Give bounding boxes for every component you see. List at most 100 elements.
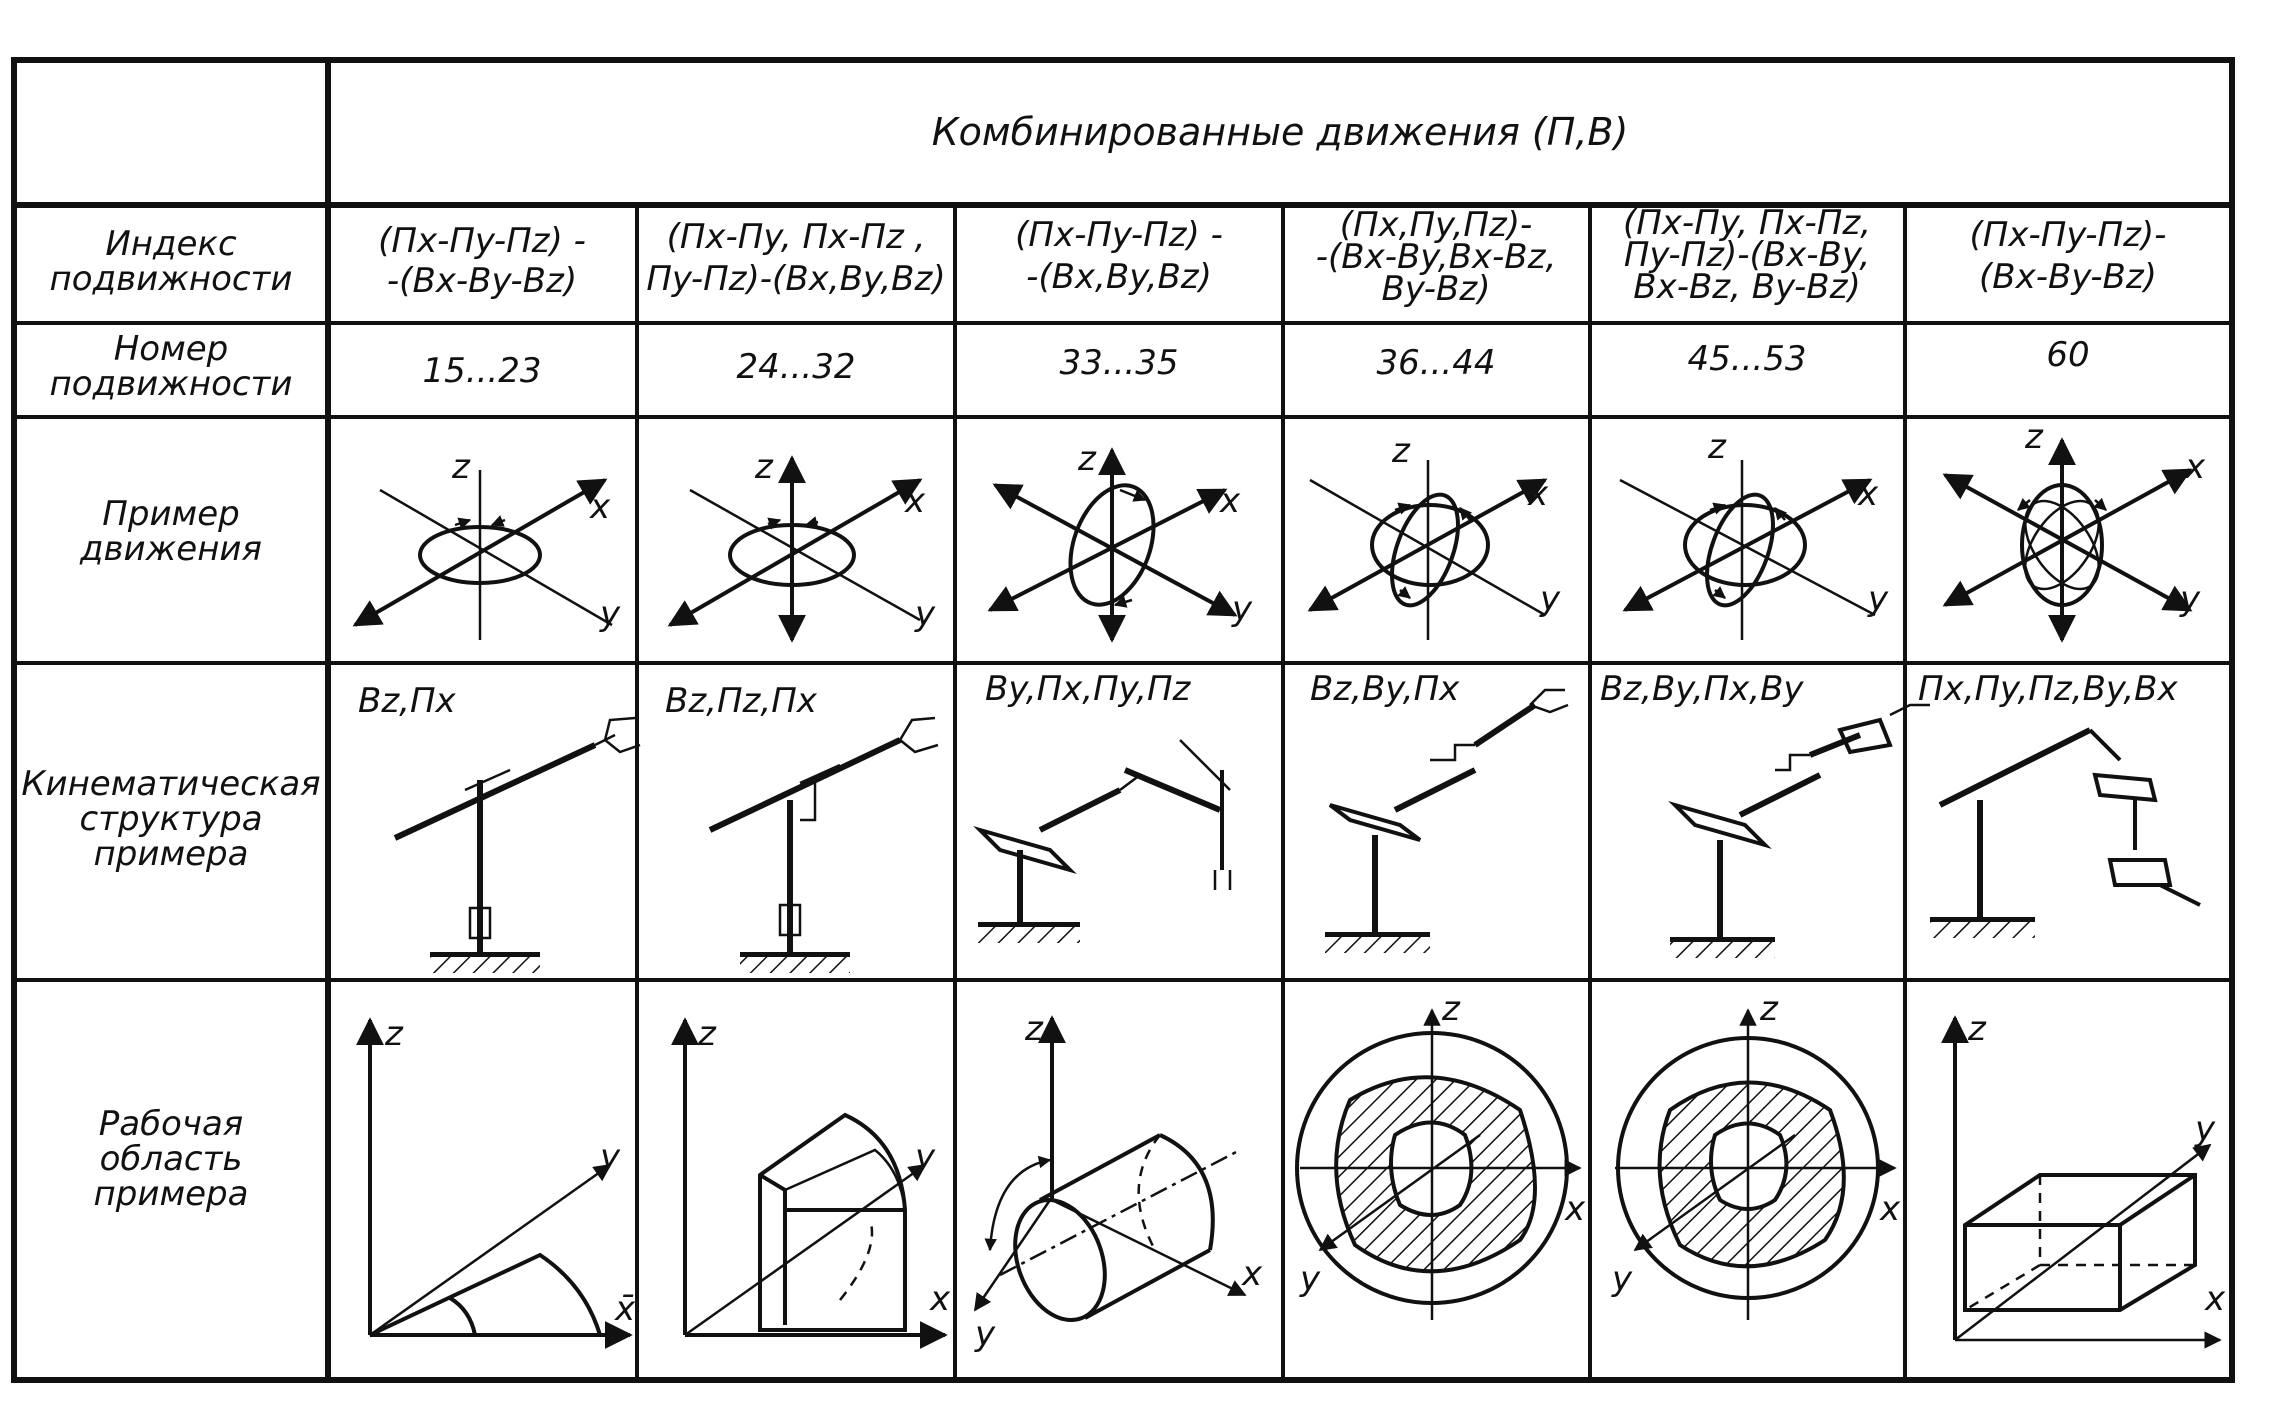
kinematic-diagram-4: Bz,By,Пx [1310, 669, 1569, 953]
index-cell-6: (Пx-Пy-Пz)- (Bx-By-Bz) [1970, 215, 2167, 297]
kinematic-diagram-1: Bz,Пx [358, 681, 641, 973]
svg-text:z: z [754, 447, 774, 487]
number-cell-4: 36...44 [1377, 343, 1496, 383]
number-cell-5: 45...53 [1688, 339, 1807, 379]
motion-example-2: z x y [667, 447, 936, 643]
svg-text:y: y [1611, 1259, 1633, 1299]
svg-text:структура: структура [79, 799, 262, 839]
number-cell-2: 24...32 [737, 347, 856, 387]
workspace-diagram-1: z y x̄ [356, 1014, 636, 1349]
svg-text:By,Пx,Пy,Пz: By,Пx,Пy,Пz [985, 669, 1192, 709]
svg-text:y: y [1539, 579, 1561, 619]
svg-text:y: y [914, 1137, 936, 1177]
kinematic-diagram-2: Bz,Пz,Пx [665, 681, 939, 973]
motion-example-1: z x y [352, 447, 621, 640]
row-label-motion: Пример движения [79, 494, 262, 569]
svg-text:z: z [451, 447, 471, 487]
svg-text:Номер: Номер [114, 329, 229, 369]
svg-text:(Bx-By-Bz): (Bx-By-Bz) [1979, 257, 2157, 297]
svg-text:Пример: Пример [102, 494, 239, 534]
motion-example-3: z x y [987, 439, 1253, 643]
svg-text:z: z [1077, 439, 1097, 479]
svg-text:y: y [2179, 579, 2201, 619]
svg-text:y: y [599, 1137, 621, 1177]
svg-text:x: x [2184, 447, 2206, 487]
row-label-kinematic: Кинематическая структура примера [21, 764, 320, 874]
workspace-diagram-4: z x y [1295, 989, 1586, 1320]
svg-text:x: x [1219, 481, 1241, 521]
svg-text:(Пx-Пy, Пx-Пz ,: (Пx-Пy, Пx-Пz , [667, 217, 926, 257]
svg-text:y: y [974, 1314, 996, 1354]
svg-text:(Пx-Пy-Пz) -: (Пx-Пy-Пz) - [378, 221, 586, 261]
motion-example-6: z x y [1942, 417, 2206, 643]
workspace-diagram-2: z y x [671, 1014, 951, 1349]
svg-text:y: y [914, 594, 936, 634]
main-header: Комбинированные движения (П,В) [932, 110, 1629, 154]
number-cell-1: 15...23 [423, 351, 542, 391]
kinematic-diagram-3: By,Пx,Пy,Пz [973, 669, 1232, 943]
svg-text:подвижности: подвижности [50, 364, 293, 404]
workspace-diagram-6: z y x [1941, 1009, 2226, 1349]
svg-text:z: z [1441, 989, 1461, 1029]
index-cell-1: (Пx-Пy-Пz) - -(Bx-By-Bz) [378, 221, 586, 301]
svg-text:подвижности: подвижности [50, 259, 293, 299]
svg-text:y: y [1231, 589, 1253, 629]
svg-text:-(Bx,By,Bz): -(Bx,By,Bz) [1026, 257, 1212, 297]
svg-text:область: область [100, 1139, 243, 1179]
index-cell-3: (Пx-Пy-Пz) - -(Bx,By,Bz) [1015, 215, 1223, 297]
svg-text:-(Bx-By-Bz): -(Bx-By-Bz) [387, 261, 577, 301]
svg-text:x: x [1527, 474, 1549, 514]
svg-text:z: z [1759, 989, 1779, 1029]
svg-text:z: z [2024, 417, 2044, 457]
svg-text:Bz,By,Пx: Bz,By,Пx [1310, 669, 1460, 709]
workspace-diagram-5: z x y [1611, 989, 1901, 1320]
svg-text:Bz,By,Пx,By: Bz,By,Пx,By [1600, 669, 1804, 709]
svg-text:y: y [2194, 1109, 2216, 1149]
row-label-index: Индекс подвижности [50, 224, 293, 299]
kinematic-diagram-6: Пx,Пy,Пz,By,Bx [1918, 669, 2201, 938]
svg-text:x: x [1241, 1254, 1263, 1294]
svg-text:Bx-Bz, By-Bz): Bx-Bz, By-Bz) [1633, 267, 1860, 307]
svg-text:Индекс: Индекс [105, 224, 237, 264]
row-label-workspace: Рабочая область примера [94, 1104, 249, 1214]
svg-text:y: y [1867, 579, 1889, 619]
svg-text:(Пx-Пy-Пz) -: (Пx-Пy-Пz) - [1015, 215, 1223, 255]
kinematic-diagram-5: Bz,By,Пx,By [1600, 669, 1930, 958]
svg-text:Рабочая: Рабочая [99, 1104, 243, 1144]
svg-text:Кинематическая: Кинематическая [21, 764, 320, 804]
index-cell-4: (Пx,Пy,Пz)- -(Bx-By,Bx-Bz, By-Bz) [1316, 205, 1557, 309]
motion-example-4: z x y [1307, 431, 1561, 640]
svg-text:x: x [1857, 474, 1879, 514]
number-cell-3: 33...35 [1060, 343, 1179, 383]
svg-text:примера: примера [94, 1174, 249, 1214]
svg-text:Пy-Пz)-(Bx,By,Bz): Пy-Пz)-(Bx,By,Bz) [646, 259, 945, 299]
index-cell-5: (Пx-Пy, Пx-Пz, Пy-Пz)-(Bx-By, Bx-Bz, By-… [1623, 203, 1871, 307]
number-cell-6: 60 [2046, 335, 2089, 375]
svg-text:(Пx,Пy,Пz)-: (Пx,Пy,Пz)- [1340, 205, 1533, 245]
svg-text:x: x [904, 481, 926, 521]
workspace-diagram-3: z x y [973, 1009, 1263, 1354]
svg-text:-(Bx-By,Bx-Bz,: -(Bx-By,Bx-Bz, [1316, 237, 1557, 277]
svg-text:x: x [929, 1279, 951, 1319]
svg-text:x: x [1879, 1189, 1901, 1229]
svg-text:Bz,Пx: Bz,Пx [358, 681, 457, 721]
svg-text:Пy-Пz)-(Bx-By,: Пy-Пz)-(Bx-By, [1624, 235, 1870, 275]
svg-text:z: z [1707, 427, 1727, 467]
svg-text:(Пx-Пy-Пz)-: (Пx-Пy-Пz)- [1970, 215, 2167, 255]
svg-text:Пx,Пy,Пz,By,Bx: Пx,Пy,Пz,By,Bx [1918, 669, 2179, 709]
svg-text:z: z [384, 1014, 404, 1054]
svg-text:y: y [599, 594, 621, 634]
index-cell-2: (Пx-Пy, Пx-Пz , Пy-Пz)-(Bx,By,Bz) [646, 217, 945, 299]
svg-text:x: x [589, 487, 611, 527]
svg-text:x: x [1564, 1189, 1586, 1229]
motion-example-5: z x y [1619, 427, 1889, 640]
row-label-number: Номер подвижности [50, 329, 293, 404]
svg-text:z: z [1391, 431, 1411, 471]
svg-text:y: y [1299, 1259, 1321, 1299]
svg-text:By-Bz): By-Bz) [1382, 269, 1491, 309]
svg-text:x̄: x̄ [614, 1289, 636, 1329]
table-grid [11, 57, 2235, 1383]
svg-text:(Пx-Пy, Пx-Пz,: (Пx-Пy, Пx-Пz, [1623, 203, 1871, 243]
svg-text:Bz,Пz,Пx: Bz,Пz,Пx [665, 681, 818, 721]
